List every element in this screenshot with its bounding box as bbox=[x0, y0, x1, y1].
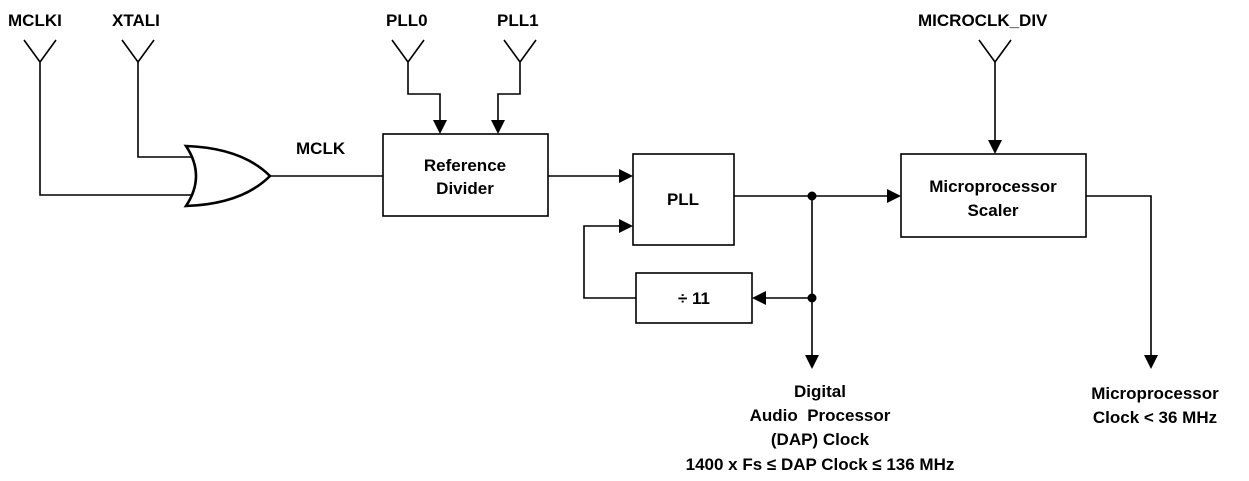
xtali-label: XTALI bbox=[112, 11, 160, 30]
or-gate-input-wires bbox=[39, 76, 196, 196]
scaler-label-line2: Scaler bbox=[967, 201, 1018, 220]
dap-clock-arrow bbox=[805, 355, 819, 369]
scaler-output-wire bbox=[1086, 195, 1152, 355]
feedback-arrow bbox=[752, 291, 766, 305]
to-scaler-arrow bbox=[887, 189, 901, 203]
pll1-label: PLL1 bbox=[497, 11, 539, 30]
reference-divider-label-line1: Reference bbox=[424, 156, 506, 175]
mclki-pin bbox=[23, 39, 57, 76]
xtali-pin bbox=[121, 39, 155, 76]
microclk-div-pin bbox=[978, 39, 1012, 76]
scaler-output-arrow bbox=[1144, 355, 1158, 369]
pll-label: PLL bbox=[667, 190, 699, 209]
pll1-pin bbox=[503, 39, 537, 74]
pll-block bbox=[632, 153, 735, 246]
dap-clock-range: 1400 x Fs ≤ DAP Clock ≤ 136 MHz bbox=[686, 455, 955, 474]
reference-divider-block bbox=[382, 133, 549, 217]
dap-clock-line2: Audio Processor bbox=[750, 406, 891, 425]
mclki-label: MCLKI bbox=[8, 11, 62, 30]
dap-clock-line1: Digital bbox=[794, 382, 846, 401]
pll0-arrow bbox=[433, 120, 447, 134]
or-gate bbox=[183, 144, 272, 208]
pll-select-wires bbox=[407, 74, 521, 134]
pll0-label: PLL0 bbox=[386, 11, 428, 30]
mclk-label: MCLK bbox=[296, 139, 346, 158]
divider-feedback-wire bbox=[583, 225, 636, 299]
divide-by-11-block bbox=[635, 272, 753, 324]
dap-clock-line3: (DAP) Clock bbox=[771, 430, 870, 449]
divide-by-11-label: ÷ 11 bbox=[678, 289, 710, 308]
microprocessor-scaler-block bbox=[900, 153, 1087, 238]
microclk-div-label: MICROCLK_DIV bbox=[918, 11, 1048, 30]
scaler-label-line1: Microprocessor bbox=[929, 177, 1057, 196]
reference-divider-label-line2: Divider bbox=[436, 179, 494, 198]
pll1-arrow bbox=[491, 120, 505, 134]
divider-feedback-arrow bbox=[619, 219, 633, 233]
microclk-div-arrow bbox=[988, 140, 1002, 154]
refdiv-to-pll-arrow bbox=[619, 169, 633, 183]
micro-clock-line1: Microprocessor bbox=[1091, 384, 1219, 403]
pll0-pin bbox=[391, 39, 425, 74]
micro-clock-line2: Clock < 36 MHz bbox=[1093, 408, 1217, 427]
